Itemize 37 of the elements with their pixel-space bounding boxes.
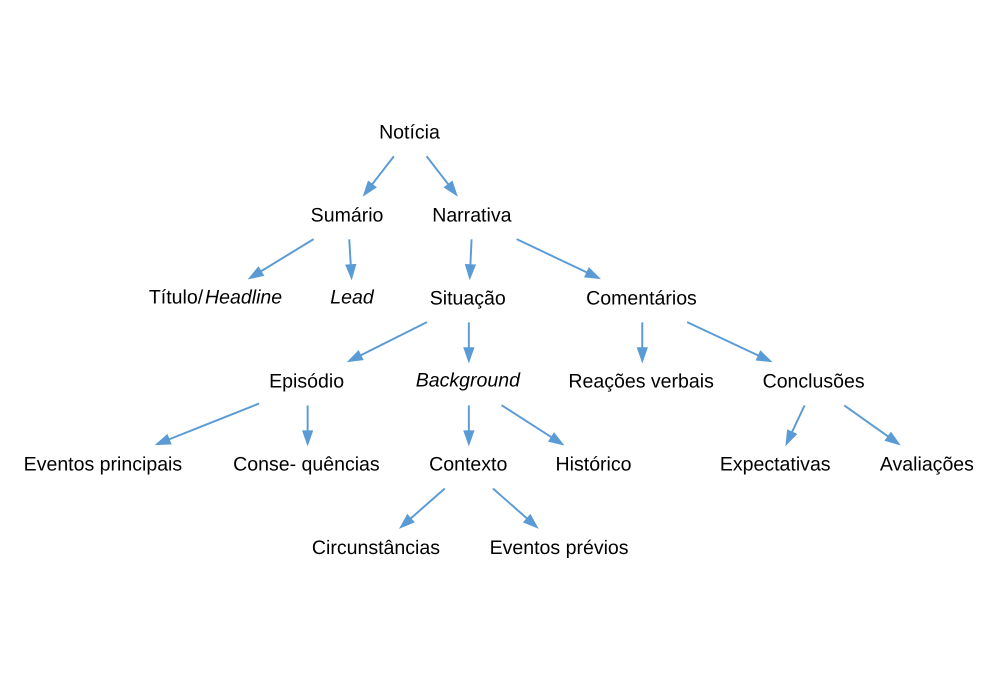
arrow — [302, 405, 314, 446]
arrow — [154, 402, 260, 446]
arrow — [362, 156, 395, 197]
node-text: Circunstâncias — [312, 536, 440, 559]
node-text: Avaliações — [880, 454, 974, 476]
node-text: Conse- quências — [233, 454, 380, 476]
arrow — [345, 239, 356, 280]
arrow — [492, 488, 539, 529]
arrow — [785, 405, 806, 446]
arrow — [426, 156, 458, 197]
node-text: Background — [416, 369, 520, 392]
arrow — [844, 404, 901, 446]
node-text: Situação — [430, 288, 506, 310]
arrow — [686, 321, 773, 362]
node-text: Eventos prévios — [490, 536, 629, 559]
node-text: Conclusões — [762, 370, 865, 393]
arrow — [346, 321, 428, 362]
arrow — [501, 404, 565, 446]
node-text: Lead — [330, 286, 374, 308]
node-text: Eventos principais — [24, 454, 182, 476]
arrow — [463, 322, 474, 364]
node-text: Expectativas — [720, 454, 831, 476]
node-text: Narrativa — [432, 204, 512, 227]
arrow — [516, 238, 602, 280]
node-text: Histórico — [556, 454, 632, 476]
node-text: Reações verbais — [568, 370, 714, 393]
arrow — [464, 239, 476, 280]
node-text: Contexto — [429, 454, 508, 476]
node-text: Notícia — [379, 122, 440, 144]
arrow — [398, 488, 446, 529]
node-text: Título/Headline — [148, 286, 282, 308]
node-text: Episódio — [269, 370, 344, 393]
arrow — [636, 322, 648, 364]
arrow — [463, 405, 474, 446]
node-text: Comentários — [586, 288, 697, 310]
node-text: Sumário — [310, 204, 384, 227]
arrow — [248, 238, 314, 280]
